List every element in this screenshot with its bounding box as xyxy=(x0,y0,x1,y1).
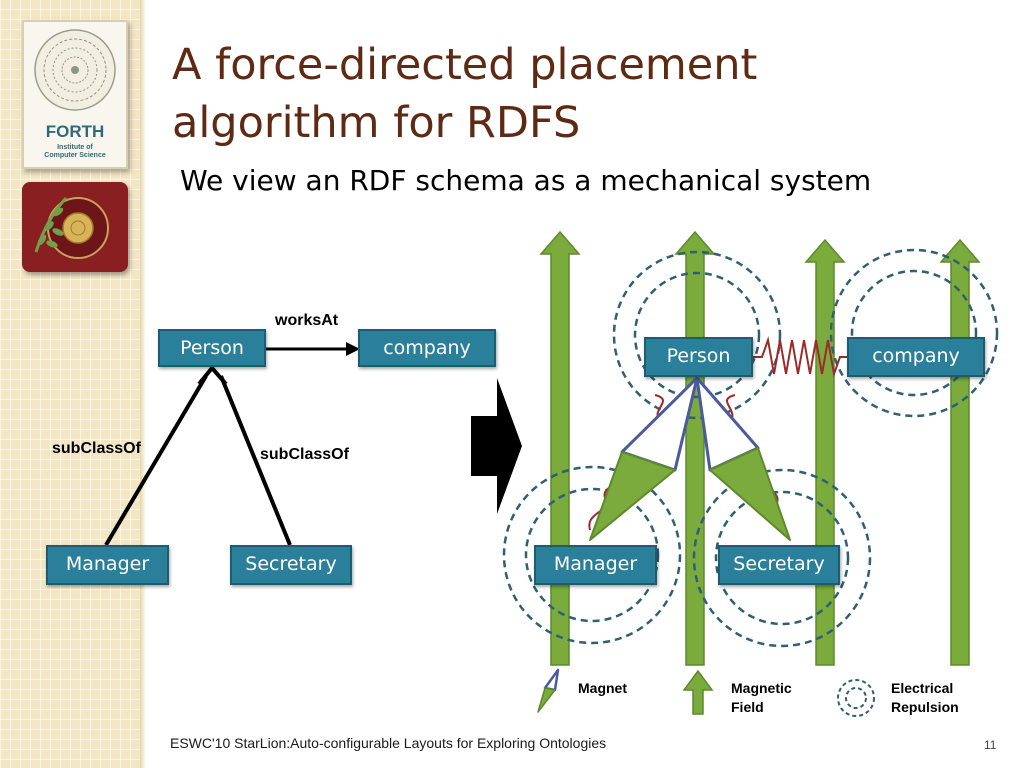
title-line-2: algorithm for RDFS xyxy=(172,98,581,148)
forth-subtitle: Institute of Computer Science xyxy=(24,144,126,160)
legend-repulsion-line1: Electrical xyxy=(891,680,954,696)
repulsion-manager-inner xyxy=(524,487,660,623)
left-node-manager: Manager xyxy=(46,545,169,585)
repulsion-company-inner xyxy=(850,269,978,397)
legend-field-line2: Field xyxy=(731,699,764,715)
right-node-company: company xyxy=(847,337,985,377)
university-of-crete-logo xyxy=(22,182,128,272)
magnet-legend-icon xyxy=(537,668,560,713)
forth-seal-icon xyxy=(34,29,116,111)
forth-name: FORTH xyxy=(45,122,105,141)
left-node-secretary: Secretary xyxy=(230,545,352,585)
forth-logo: FORTH Institute of Computer Science xyxy=(22,20,128,169)
repulsion-secretary-inner xyxy=(714,490,850,626)
repulsion-legend-icon xyxy=(837,679,875,717)
legend-magnet-label: Magnet xyxy=(578,680,627,696)
repulsion-company-outer xyxy=(829,248,999,418)
magnet-secretary-person xyxy=(695,376,791,541)
subclass-arrowhead xyxy=(197,364,228,386)
magnet-green-half-right xyxy=(709,447,791,541)
title-line-1: A force-directed placement xyxy=(172,40,758,90)
repulsion-person-outer xyxy=(612,250,782,420)
magnetic-field-arrows xyxy=(539,230,981,666)
subclass-label-left: subClassOf xyxy=(52,440,141,457)
subclass-edge-secretary xyxy=(219,375,292,546)
legend-repulsion-line2: Repulsion xyxy=(891,699,959,715)
right-node-secretary: Secretary xyxy=(718,545,840,585)
field-arrow-1 xyxy=(539,230,581,666)
legend-repulsion-label: Electrical Repulsion xyxy=(891,679,959,717)
spring-person-company xyxy=(752,336,850,378)
repulsion-person-inner xyxy=(633,271,761,399)
works-at-label: worksAt xyxy=(275,312,339,329)
repulsion-manager-outer xyxy=(502,465,682,645)
magnet-manager-person xyxy=(589,376,699,541)
magnet-green-half-left xyxy=(589,451,676,541)
legend-field-label: Magnetic Field xyxy=(731,679,792,717)
forth-subtitle-line2: Computer Science xyxy=(44,152,106,159)
left-node-person: Person xyxy=(158,329,266,367)
sidebar-edge xyxy=(140,0,146,768)
transform-arrow xyxy=(471,378,522,514)
left-node-company: company xyxy=(358,329,496,367)
right-node-person: Person xyxy=(644,337,753,377)
page-number: 11 xyxy=(984,738,997,752)
legend-field-line1: Magnetic xyxy=(731,680,792,696)
repulsion-circles xyxy=(502,248,999,648)
field-arrow-3 xyxy=(804,238,846,666)
repulsion-secretary-outer xyxy=(692,468,872,648)
subclass-label-right: subClassOf xyxy=(260,446,349,463)
field-arrow-4 xyxy=(939,238,981,666)
subclass-edge-manager xyxy=(104,374,208,547)
forth-subtitle-line1: Institute of xyxy=(57,144,93,151)
magnetic-field-legend-icon xyxy=(682,669,714,715)
slide-subtitle: We view an RDF schema as a mechanical sy… xyxy=(180,164,872,197)
footer-text: ESWC'10 StarLion:Auto-configurable Layou… xyxy=(170,735,607,751)
right-node-manager: Manager xyxy=(534,545,657,585)
uoc-emblem-icon xyxy=(34,196,109,259)
works-at-arrowhead xyxy=(346,342,360,356)
slide-title: A force-directed placement algorithm for… xyxy=(172,36,757,152)
